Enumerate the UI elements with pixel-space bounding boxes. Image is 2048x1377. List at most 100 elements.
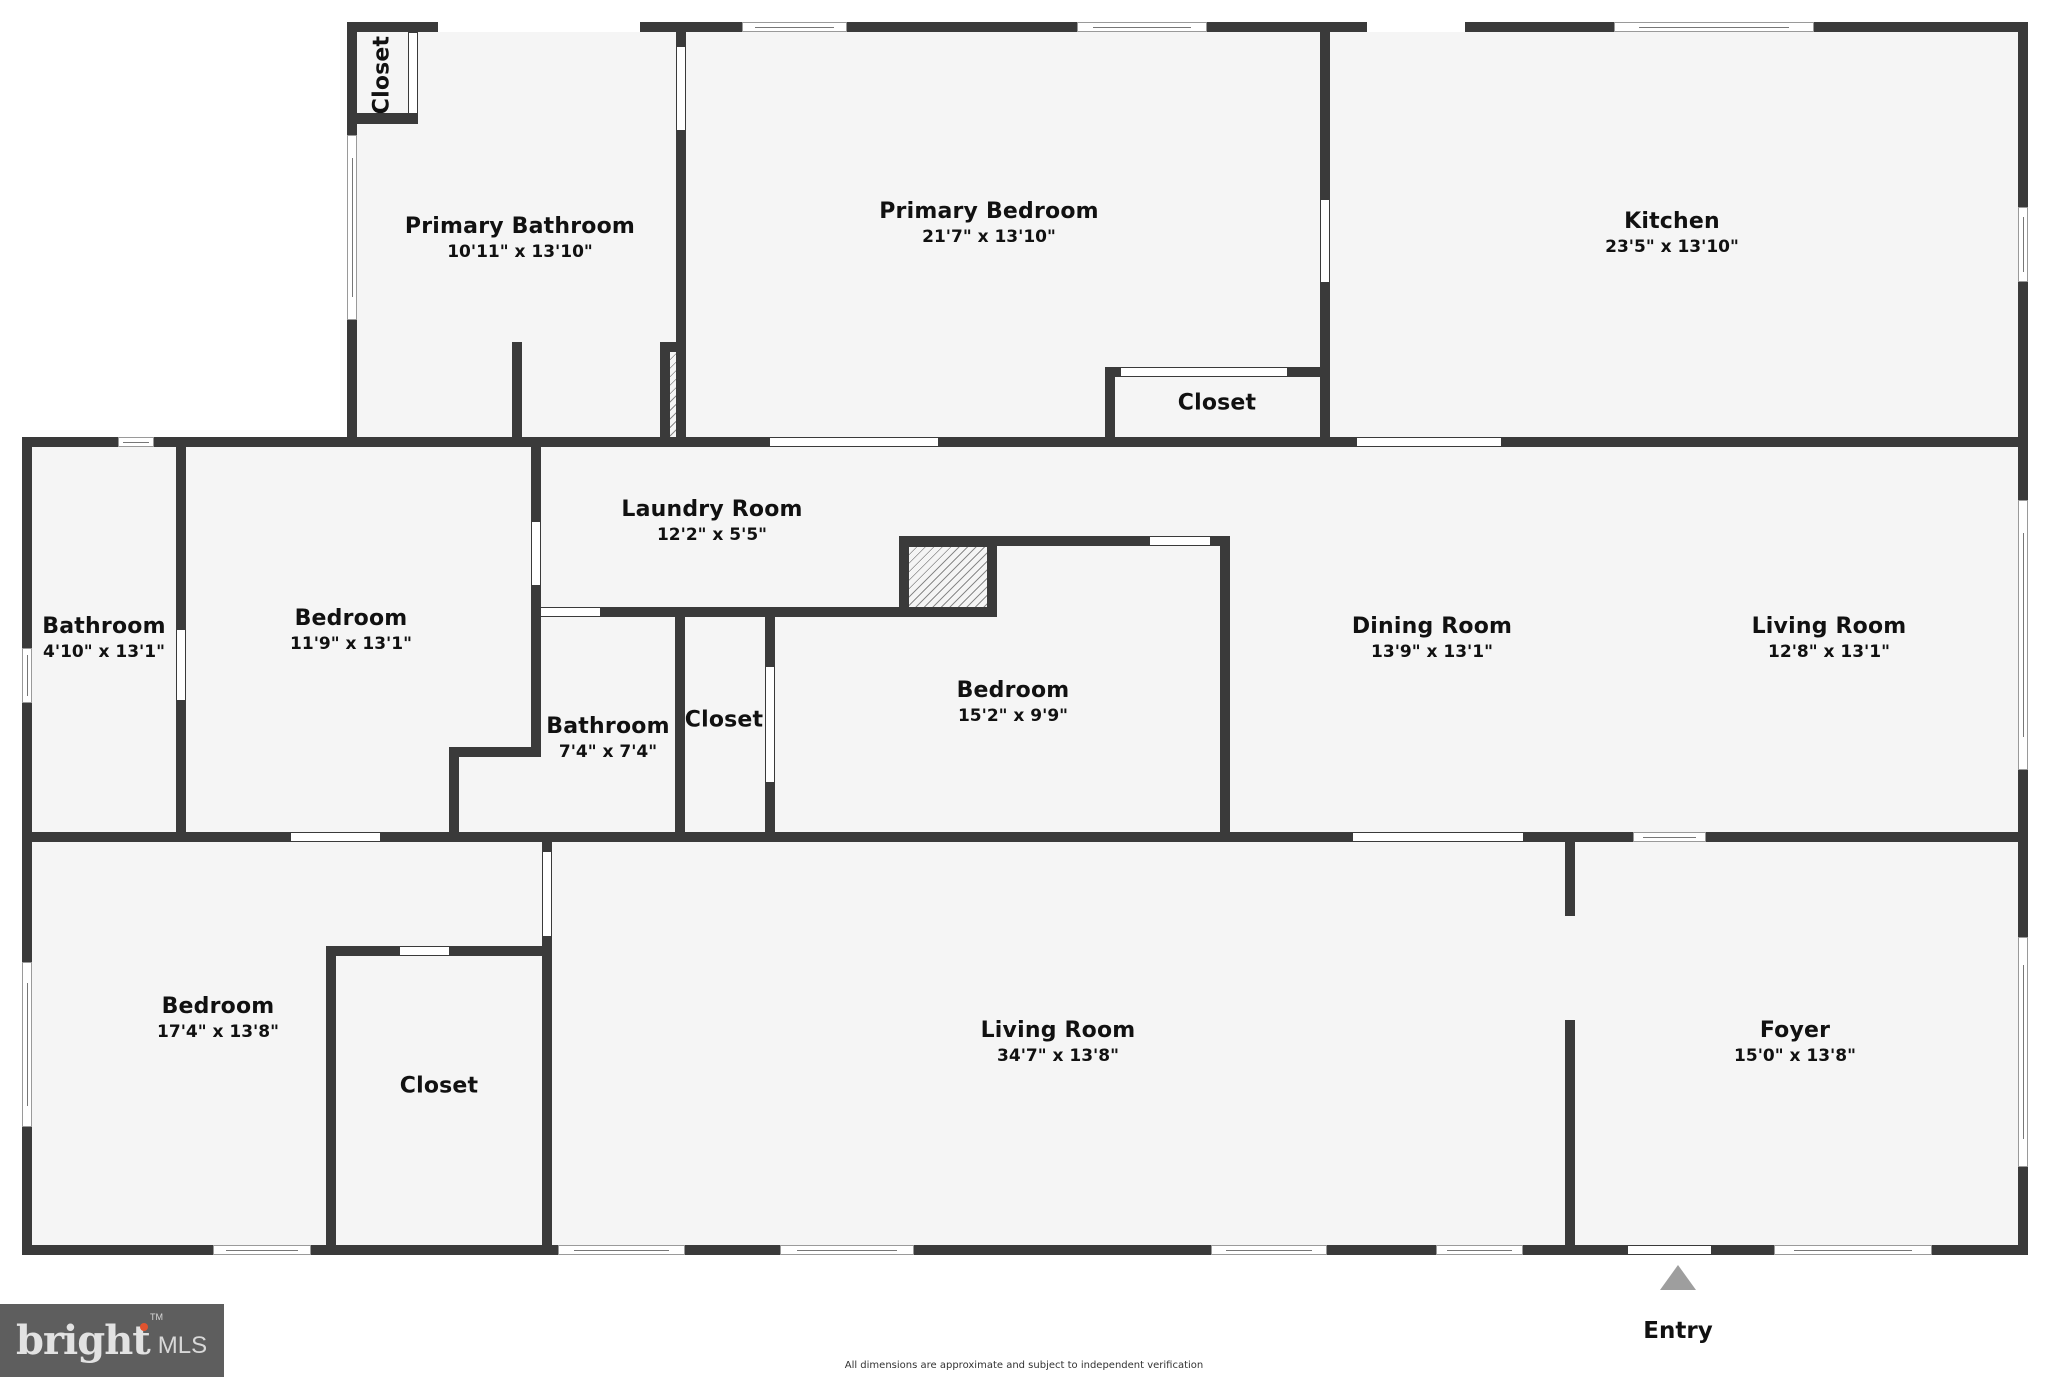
room-dims: 34'7" x 13'8" (997, 1046, 1119, 1066)
door-bedroom-hall-lower (291, 833, 380, 841)
room-name: Closet (684, 707, 764, 733)
room-label-foyer: Foyer 15'0" x 13'8" (1734, 1018, 1856, 1066)
room-label-living-upper: Living Room 12'8" x 13'1" (1752, 614, 1907, 662)
room-name: Bedroom (956, 678, 1070, 703)
room-name: Living Room (1751, 614, 1907, 639)
logo-brand: bright (16, 1317, 151, 1364)
window (22, 962, 32, 1127)
room-name: Foyer (1759, 1018, 1831, 1043)
logo-brand-text: bright (16, 1317, 151, 1364)
logo-suffix: MLS (157, 1331, 208, 1359)
logo-trademark: TM (150, 1312, 163, 1322)
room-name: Primary Bedroom (879, 199, 1099, 224)
window (1211, 1245, 1327, 1255)
window (2018, 500, 2028, 770)
door-bedroom-hall (770, 438, 938, 446)
room-dims: 7'4" x 7'4" (558, 742, 658, 762)
window (742, 22, 847, 32)
window (2018, 937, 2028, 1167)
room-dims: 17'4" x 13'8" (157, 1022, 279, 1042)
fireplace-hatch (909, 547, 987, 607)
wall-bedroom-top (899, 536, 1230, 546)
window (1633, 832, 1706, 842)
room-name: Closet (399, 1073, 479, 1099)
window (2018, 207, 2028, 282)
door-bath-top (438, 22, 640, 32)
room-dims: 11'9" x 13'1" (290, 634, 412, 654)
door-bath-bedroom (677, 47, 685, 130)
door-bath-bedroom-mid (177, 630, 185, 700)
window (1614, 22, 1814, 32)
wall-bottom-outer (22, 1245, 2028, 1255)
window (1774, 1245, 1932, 1255)
door-bedroom-living-lower (543, 852, 551, 936)
room-name: Bedroom (294, 606, 408, 631)
room-name: Bathroom (546, 714, 670, 739)
room-label-dining: Dining Room 13'9" x 13'1" (1352, 614, 1512, 662)
door-dining-living (1353, 833, 1523, 841)
bright-mls-logo: bright TM MLS (0, 1304, 224, 1377)
room-dims: 15'2" x 9'9" (957, 706, 1069, 726)
room-name: Closet (369, 35, 395, 115)
door-kitchen-hall (1357, 438, 1501, 446)
room-label-closet-mid: Closet (685, 708, 764, 733)
door-kitchen-top (1367, 22, 1465, 32)
door-bedroom-laundry (532, 522, 540, 585)
wall-bedroom-right (1220, 536, 1230, 842)
room-label-bathroom-left: Bathroom 4'10" x 13'1" (42, 614, 165, 662)
door-closet-bedroom (766, 667, 774, 782)
door-entry (1628, 1246, 1711, 1254)
door-closet (1121, 368, 1287, 376)
room-name: Living Room (980, 1018, 1136, 1043)
room-label-bedroom-lower: Bedroom 17'4" x 13'8" (157, 994, 279, 1042)
wall-bath-step-h (449, 747, 541, 757)
window (558, 1245, 685, 1255)
wall-row2 (22, 832, 2028, 842)
window (22, 648, 32, 703)
entry-label: Entry (1643, 1318, 1713, 1344)
room-name: Dining Room (1351, 614, 1513, 639)
room-dims: 10'11" x 13'10" (447, 242, 593, 262)
floor-main (27, 442, 2023, 1250)
room-dims: 23'5" x 13'10" (1605, 237, 1739, 257)
wall-foyer-upper (1565, 832, 1575, 916)
chase-hatch (670, 352, 676, 437)
room-label-primary-bedroom: Primary Bedroom 21'7" x 13'10" (879, 199, 1099, 247)
room-label-laundry: Laundry Room 12'2" x 5'5" (621, 497, 802, 545)
room-label-living-lower: Living Room 34'7" x 13'8" (981, 1018, 1136, 1066)
room-label-bedroom-mid: Bedroom 15'2" x 9'9" (957, 678, 1070, 726)
door-bedroom-kitchen (1321, 200, 1329, 282)
room-dims: 13'9" x 13'1" (1371, 642, 1493, 662)
wall-bedroom-laundry (531, 437, 541, 757)
room-name: Primary Bathroom (404, 214, 636, 239)
wall-bath-closet (675, 607, 685, 842)
entry-arrow-icon (1660, 1265, 1696, 1290)
window (347, 135, 357, 320)
room-label-closet-upper: Closet (1178, 391, 1257, 416)
wall-bedroom-living (542, 832, 552, 1255)
wall-bath-bedroom (676, 22, 686, 447)
wall-closet-left-lower (326, 946, 336, 1255)
window (118, 437, 154, 447)
room-label-kitchen: Kitchen 23'5" x 13'10" (1605, 209, 1739, 257)
room-name: Closet (1177, 390, 1257, 416)
door-upper-closet (409, 33, 417, 113)
room-dims: 12'8" x 13'1" (1768, 642, 1890, 662)
room-name: Kitchen (1624, 209, 1720, 234)
wall-bath-step-v (449, 747, 459, 842)
room-name: Bedroom (161, 994, 275, 1019)
logo-accent-dot-icon (139, 1323, 148, 1331)
window (1077, 22, 1207, 32)
door-bedroom-top (1150, 537, 1210, 545)
door-laundry-bath (541, 608, 600, 616)
wall-closet-left (1105, 367, 1115, 442)
wall-row1 (22, 437, 2028, 447)
room-label-closet-lower: Closet (400, 1074, 479, 1099)
room-dims: 15'0" x 13'8" (1734, 1046, 1856, 1066)
wall-left-outer (22, 437, 32, 1255)
room-label-bathroom-mid: Bathroom 7'4" x 7'4" (546, 714, 669, 762)
room-label-bedroom-mid-left: Bedroom 11'9" x 13'1" (290, 606, 412, 654)
room-dims: 4'10" x 13'1" (43, 642, 165, 662)
room-name: Bathroom (42, 614, 166, 639)
wall-upper-closet-h (352, 113, 418, 124)
